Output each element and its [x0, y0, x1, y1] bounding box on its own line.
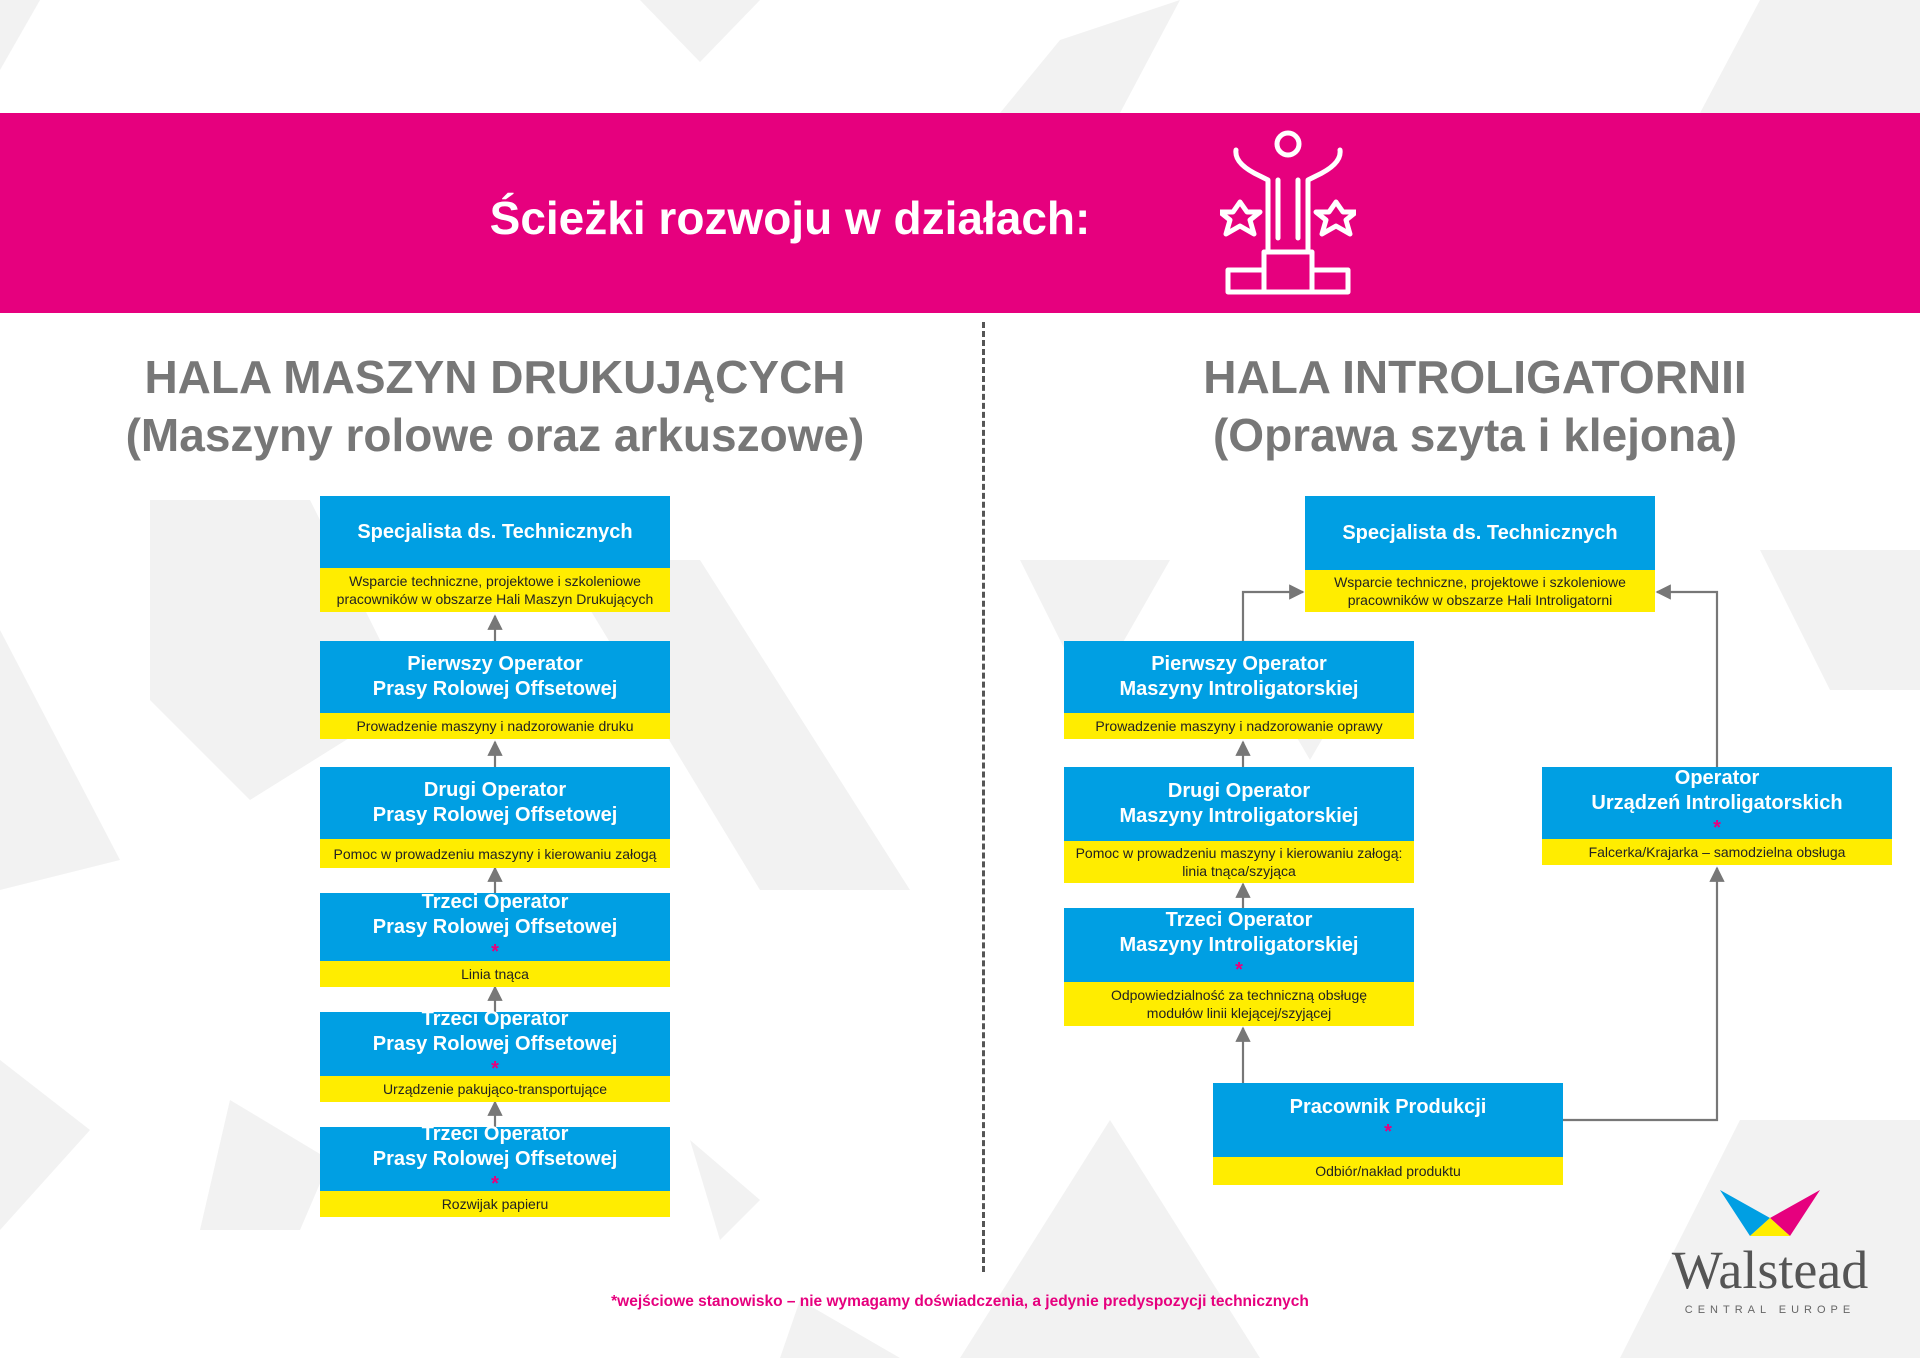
section-divider: [982, 322, 985, 1272]
left-section-title: HALA MASZYN DRUKUJĄCYCH (Maszyny rolowe …: [85, 348, 905, 464]
left-title-line2: (Maszyny rolowe oraz arkuszowe): [125, 409, 865, 461]
box-left-4-desc: Urządzenie pakująco-transportujące: [320, 1076, 670, 1102]
box-right-drugi-operator: Drugi Operator Maszyny Introligatorskiej…: [1064, 767, 1414, 883]
entry-asterisk: *: [491, 940, 499, 963]
box-right-trzeci-operator: Trzeci Operator Maszyny Introligatorskie…: [1064, 908, 1414, 1026]
box-left-0-title: Specjalista ds. Technicznych: [320, 496, 670, 568]
trophy-podium-icon: [1220, 130, 1356, 295]
box-right-0-desc: Wsparcie techniczne, projektowe i szkole…: [1305, 570, 1655, 612]
box-right-specjalista: Specjalista ds. Technicznych Wsparcie te…: [1305, 496, 1655, 612]
box-right-1-desc: Prowadzenie maszyny i nadzorowanie opraw…: [1064, 713, 1414, 739]
box-right-5-desc: Odbiór/nakład produktu: [1213, 1157, 1563, 1185]
box-right-4-title: Operator Urządzeń Introligatorskich*: [1542, 767, 1892, 839]
box-right-4-desc: Falcerka/Krajarka – samodzielna obsługa: [1542, 839, 1892, 865]
box-left-drugi-operator: Drugi Operator Prasy Rolowej Offsetowej …: [320, 767, 670, 868]
box-right-3-title: Trzeci Operator Maszyny Introligatorskie…: [1064, 908, 1414, 982]
header-banner: [0, 113, 1920, 313]
box-left-trzeci-operator-linia: Trzeci Operator Prasy Rolowej Offsetowej…: [320, 891, 670, 987]
box-left-1-desc: Prowadzenie maszyny i nadzorowanie druku: [320, 713, 670, 739]
box-left-3-title: Trzeci Operator Prasy Rolowej Offsetowej…: [320, 891, 670, 963]
box-right-0-title: Specjalista ds. Technicznych: [1305, 496, 1655, 570]
right-title-line1: HALA INTROLIGATORNII: [1203, 351, 1747, 403]
entry-asterisk: *: [1235, 958, 1243, 981]
box-left-1-title: Pierwszy Operator Prasy Rolowej Offsetow…: [320, 641, 670, 713]
company-logo: Walstead CENTRAL EUROPE: [1650, 1190, 1890, 1330]
box-left-2-title: Drugi Operator Prasy Rolowej Offsetowej: [320, 767, 670, 839]
box-right-operator-urzadzen: Operator Urządzeń Introligatorskich* Fal…: [1542, 767, 1892, 865]
box-left-specjalista: Specjalista ds. Technicznych Wsparcie te…: [320, 496, 670, 612]
page-title: Ścieżki rozwoju w działach:: [489, 192, 1091, 244]
box-right-3-desc: Odpowiedzialność za techniczną obsługę m…: [1064, 982, 1414, 1026]
entry-asterisk: *: [1384, 1121, 1392, 1143]
footnote: *wejściowe stanowisko – nie wymagamy doś…: [611, 1293, 1309, 1310]
box-right-1-title: Pierwszy Operator Maszyny Introligatorsk…: [1064, 641, 1414, 713]
box-right-2-desc: Pomoc w prowadzeniu maszyny i kierowaniu…: [1064, 841, 1414, 883]
box-left-trzeci-operator-rozwijak: Trzeci Operator Prasy Rolowej Offsetowej…: [320, 1123, 670, 1217]
box-left-3-desc: Linia tnąca: [320, 961, 670, 987]
box-right-pracownik-produkcji: Pracownik Produkcji* Odbiór/nakład produ…: [1213, 1083, 1563, 1185]
box-left-pierwszy-operator: Pierwszy Operator Prasy Rolowej Offsetow…: [320, 641, 670, 739]
box-left-0-desc: Wsparcie techniczne, projektowe i szkole…: [320, 568, 670, 612]
logo-subtitle: CENTRAL EUROPE: [1684, 1304, 1856, 1316]
right-section-title: HALA INTROLIGATORNII (Oprawa szyta i kle…: [1065, 348, 1885, 464]
left-title-line1: HALA MASZYN DRUKUJĄCYCH: [144, 351, 846, 403]
butterfly-logo-icon: [1720, 1190, 1820, 1236]
entry-asterisk: *: [1713, 816, 1721, 839]
logo-name: Walstead: [1671, 1240, 1869, 1300]
box-left-5-desc: Rozwijak papieru: [320, 1191, 670, 1217]
box-left-5-title: Trzeci Operator Prasy Rolowej Offsetowej…: [320, 1123, 670, 1195]
entry-asterisk: *: [491, 1057, 499, 1080]
box-right-5-title: Pracownik Produkcji*: [1213, 1083, 1563, 1157]
box-left-2-desc: Pomoc w prowadzeniu maszyny i kierowaniu…: [320, 839, 670, 868]
entry-asterisk: *: [491, 1172, 499, 1195]
right-title-line2: (Oprawa szyta i klejona): [1212, 409, 1738, 461]
box-right-pierwszy-operator: Pierwszy Operator Maszyny Introligatorsk…: [1064, 641, 1414, 739]
box-left-4-title: Trzeci Operator Prasy Rolowej Offsetowej…: [320, 1008, 670, 1080]
box-left-trzeci-operator-pakujace: Trzeci Operator Prasy Rolowej Offsetowej…: [320, 1008, 670, 1102]
box-right-2-title: Drugi Operator Maszyny Introligatorskiej: [1064, 767, 1414, 841]
